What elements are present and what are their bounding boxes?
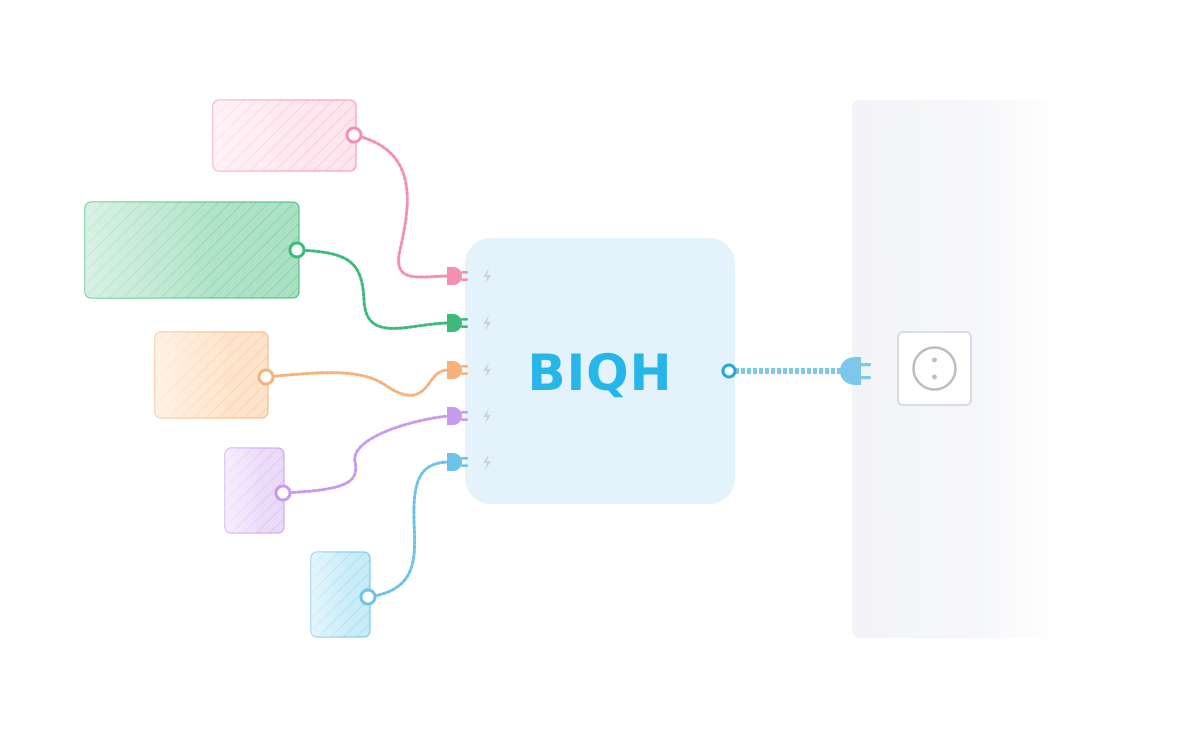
cable-pink [352,133,452,279]
lightning-bolt-icon [483,315,491,331]
plug-icon-pink[interactable] [447,267,468,285]
plug-icon-green[interactable] [447,314,468,332]
connector-dot-blue[interactable] [359,588,377,606]
device-card-purple[interactable] [224,447,285,534]
plug-icon-blue[interactable] [447,453,468,471]
wall-socket-icon[interactable] [897,331,972,406]
lightning-bolt-icon [483,408,491,424]
hub-title: BIQH [527,344,672,402]
cable-green [295,248,452,330]
connector-dot-purple[interactable] [274,484,292,502]
connector-dot-pink[interactable] [345,126,363,144]
hub-output-dot[interactable] [721,363,737,379]
lightning-bolt-icon [483,268,491,284]
power-plug-icon[interactable] [840,357,871,385]
hub-box [465,238,735,504]
device-card-orange[interactable] [154,331,269,419]
device-card-blue[interactable] [310,551,371,638]
connector-dot-green[interactable] [288,241,306,259]
cable-blue [366,460,452,599]
lightning-bolt-icon [483,454,491,470]
cables-layer [257,126,452,606]
cable-orange [264,368,452,397]
device-card-green[interactable] [84,201,300,299]
plug-icon-orange[interactable] [447,361,468,379]
cable-purple [281,414,452,495]
lightning-bolt-icon [483,362,491,378]
plug-icon-purple[interactable] [447,407,468,425]
plugs-layer [447,267,491,471]
output-cable [721,357,871,385]
connector-dot-orange[interactable] [257,368,275,386]
devices-layer [84,99,371,638]
device-card-pink[interactable] [212,99,357,172]
